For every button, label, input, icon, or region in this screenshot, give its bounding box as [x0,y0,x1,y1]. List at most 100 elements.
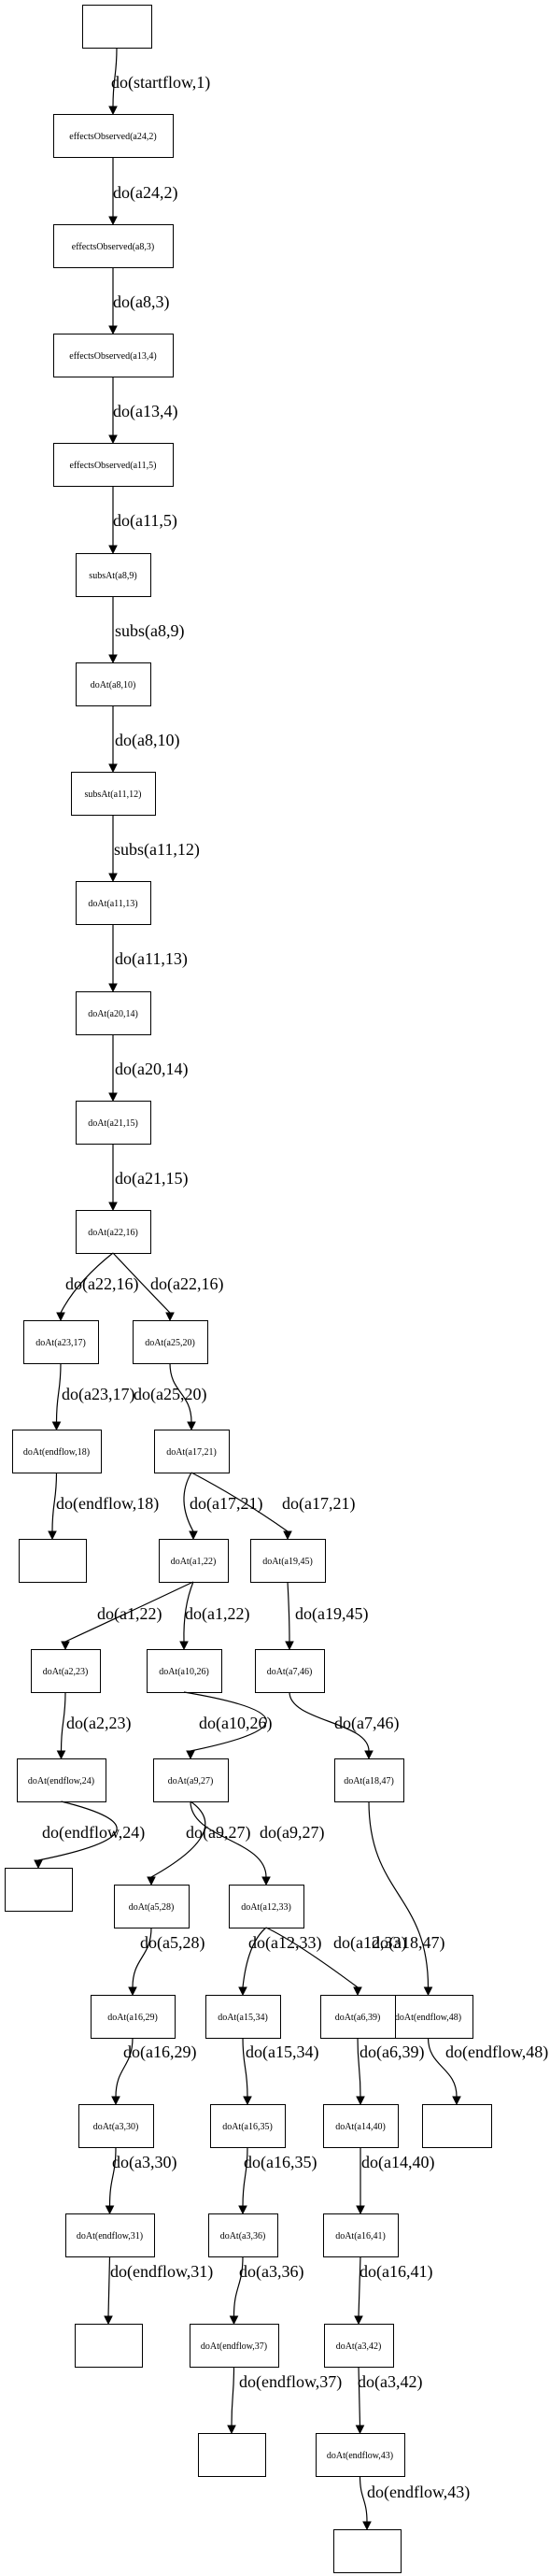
arrow-head [108,983,118,993]
edge-line [60,1691,66,1752]
flow-node: doAt(a14,40) [323,2104,399,2148]
flow-node: doAt(a9,27) [153,1758,229,1802]
arrow-head [108,545,118,555]
node-box [53,224,174,268]
node-label: doAt(a16,29) [107,2013,158,2023]
arrow-head [108,434,118,445]
node-label: doAt(a18,47) [344,1776,394,1786]
node-label: doAt(a15,34) [218,2013,268,2023]
arrow-head [165,1312,175,1322]
node-box [5,1868,73,1912]
end-node [198,2433,266,2477]
node-box [210,2104,286,2148]
node-box [320,1995,396,2039]
flow-node: doAt(a11,13) [76,881,151,925]
node-box [153,1758,229,1802]
flow-node: effectsObserved(a24,2) [53,114,174,158]
edge-label: do(a13,4) [113,402,177,421]
flow-node: doAt(endflow,48) [384,1995,473,2039]
flow-node: doAt(endflow,24) [17,1758,106,1802]
edge-label: do(a12,33) [333,1933,406,1953]
edge-label: do(a24,2) [113,183,177,203]
arrow-head [261,1876,271,1886]
arrow-head [452,2096,461,2106]
node-box [12,1430,102,1473]
edge-label: do(a11,5) [113,511,177,531]
node-label: doAt(a19,45) [262,1557,313,1567]
end-node [19,1539,87,1583]
edge-label: do(a9,27) [260,1823,324,1843]
node-label: doAt(a2,23) [43,1667,89,1677]
edge-line [51,1472,58,1532]
flow-node: doAt(a25,20) [133,1320,208,1364]
node-label: doAt(endflow,48) [395,2013,461,2023]
edge-label: do(endflow,31) [110,2262,213,2282]
edge-line [242,2146,248,2207]
node-box [384,1995,473,2039]
node-label: subsAt(a11,12) [84,790,141,800]
arrow-head [108,654,118,664]
edge-label: do(endflow,48) [445,2042,548,2062]
node-box [190,2324,279,2368]
edge-label: do(a10,26) [199,1714,272,1733]
node-label: doAt(endflow,24) [28,1776,94,1786]
flow-node: effectsObserved(a8,3) [53,224,174,268]
arrow-head [108,325,118,335]
flow-node: doAt(a16,41) [323,2213,399,2257]
edge-label: do(a3,42) [358,2372,422,2392]
edge-label: do(a9,27) [186,1823,250,1843]
flow-node: doAt(a3,30) [78,2104,154,2148]
edge-label: do(a3,36) [239,2262,303,2282]
edge-line [183,1581,194,1643]
edge-label: do(a6,39) [360,2042,424,2062]
node-label: effectsObserved(a11,5) [69,461,156,471]
edge-label: do(a21,15) [115,1169,188,1188]
edge-label: do(endflow,43) [367,2483,470,2502]
arrow-head [238,2205,247,2215]
edge-label: subs(a11,12) [114,840,200,860]
node-label: doAt(a3,36) [220,2231,266,2242]
edge-line [359,2475,368,2523]
edge-line [183,1472,194,1532]
edge-label: do(a5,28) [140,1933,204,1953]
node-box [76,1210,151,1254]
node-label: doAt(a8,10) [91,680,136,690]
arrow-head [356,2096,365,2106]
node-box [76,881,151,925]
edge-line [190,1800,267,1878]
arrow-head [51,1421,62,1431]
flow-node: doAt(a15,34) [205,1995,281,2039]
end-node [75,2324,143,2368]
arrow-head [356,2205,365,2215]
arrow-head [128,1986,137,1997]
arrow-head [364,1750,374,1760]
edge-label: do(a8,10) [115,731,179,750]
node-label: doAt(a16,41) [335,2231,386,2242]
edge-line [112,1252,171,1314]
edge-line [115,2037,134,2098]
flow-node: doAt(a16,29) [91,1995,176,2039]
edge-label: do(a17,21) [282,1494,355,1514]
edge-line [107,2256,111,2317]
node-label: doAt(a10,26) [159,1667,209,1677]
node-label: doAt(endflow,43) [327,2451,393,2461]
node-box [82,5,152,49]
arrow-head [229,2315,239,2326]
node-label: doAt(a3,30) [93,2122,139,2132]
flow-node: doAt(endflow,31) [65,2213,155,2257]
flow-node: doAt(a8,10) [76,662,151,706]
arrow-head [34,1859,43,1870]
edge-label: do(a12,33) [248,1933,321,1953]
node-box [53,114,174,158]
edge-label: do(endflow,18) [56,1494,159,1514]
arrow-head [108,106,118,116]
flow-node: doAt(endflow,18) [12,1430,102,1473]
flow-node: doAt(a16,35) [210,2104,286,2148]
arrow-head [105,2205,115,2215]
arrow-head [354,2315,363,2326]
flow-node: effectsObserved(a13,4) [53,334,174,377]
node-box [324,2324,394,2368]
edge-label: subs(a8,9) [115,621,185,641]
edge-line [112,47,118,107]
node-box [17,1758,106,1802]
